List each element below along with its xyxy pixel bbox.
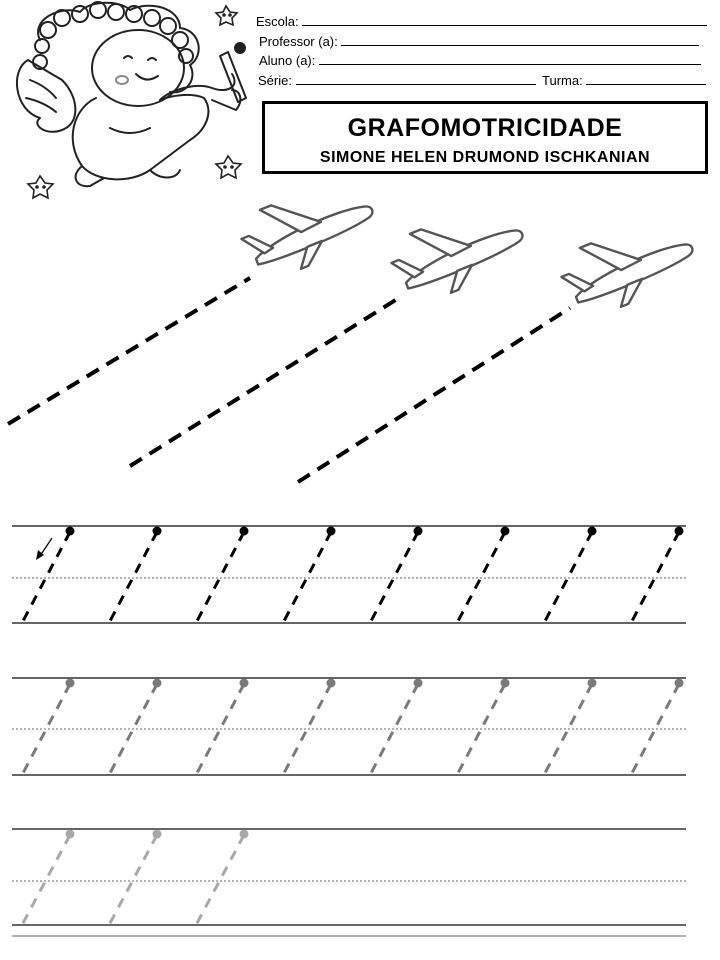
angel-child-with-pencil-icon [15,1,247,188]
start-dot [152,526,162,536]
start-dot [500,678,510,688]
tracing-stroke[interactable] [20,531,72,624]
start-dot [239,526,249,536]
grade-field[interactable]: Série: [258,73,536,89]
start-dot [674,526,684,536]
title-box: GRAFOMOTRICIDADE SIMONE HELEN DRUMOND IS… [262,101,708,174]
tracing-stroke[interactable] [20,834,72,926]
school-label: Escola: [256,14,299,29]
tracing-stroke[interactable] [542,683,594,776]
airplane-exercise [6,204,694,484]
start-dot [500,526,510,536]
tracing-stroke[interactable] [542,531,594,624]
student-field[interactable]: Aluno (a): [259,53,701,69]
star-icon [214,4,239,27]
teacher-label: Professor (a): [259,34,338,49]
flight-path-dashed[interactable] [128,294,404,468]
tracing-stroke[interactable] [629,531,681,624]
flight-path-dashed[interactable] [6,276,252,426]
start-dot [152,829,162,839]
star-icon [214,154,243,180]
grade-line[interactable] [295,73,536,85]
class-field[interactable]: Turma: [542,73,707,89]
start-dot [326,526,336,536]
tracing-stroke[interactable] [455,683,507,776]
tracing-stroke[interactable] [107,834,159,926]
page-title: GRAFOMOTRICIDADE [347,114,623,142]
grade-label: Série: [258,73,292,88]
start-dot [65,526,75,536]
teacher-field[interactable]: Professor (a): [259,34,700,50]
tracing-stroke[interactable] [455,531,507,624]
start-dot [152,678,162,688]
tracing-stroke[interactable] [20,683,72,776]
start-dot [587,678,597,688]
student-line[interactable] [319,53,701,65]
author-name: SIMONE HELEN DRUMOND ISCHKANIAN [319,149,651,166]
airplane-icon [240,204,374,271]
tracing-stroke[interactable] [368,683,420,776]
tracing-stroke[interactable] [368,531,420,624]
tracing-stroke[interactable] [194,531,246,624]
student-label: Aluno (a): [259,53,316,68]
school-line[interactable] [302,14,708,26]
start-dot [413,526,423,536]
tracing-stroke[interactable] [629,683,681,776]
start-dot [239,678,249,688]
direction-arrow-icon [36,537,53,560]
tracing-stroke[interactable] [194,834,246,926]
class-label: Turma: [542,73,583,88]
start-dot [326,678,336,688]
airplane-icon [560,242,694,309]
tracing-stroke[interactable] [107,683,159,776]
start-dot [65,678,75,688]
tracing-stroke[interactable] [281,531,333,624]
flight-path-dashed[interactable] [296,306,572,484]
tracing-practice [12,525,686,937]
class-line[interactable] [586,73,707,85]
tracing-stroke[interactable] [107,531,159,624]
start-dot [239,829,249,839]
teacher-line[interactable] [341,34,700,46]
start-dot [674,678,684,688]
tracing-stroke[interactable] [281,683,333,776]
star-icon [26,174,55,200]
airplane-icon [390,228,524,295]
start-dot [65,829,75,839]
school-field[interactable]: Escola: [256,14,708,30]
start-dot [587,526,597,536]
tracing-stroke[interactable] [194,683,246,776]
start-dot [413,678,423,688]
